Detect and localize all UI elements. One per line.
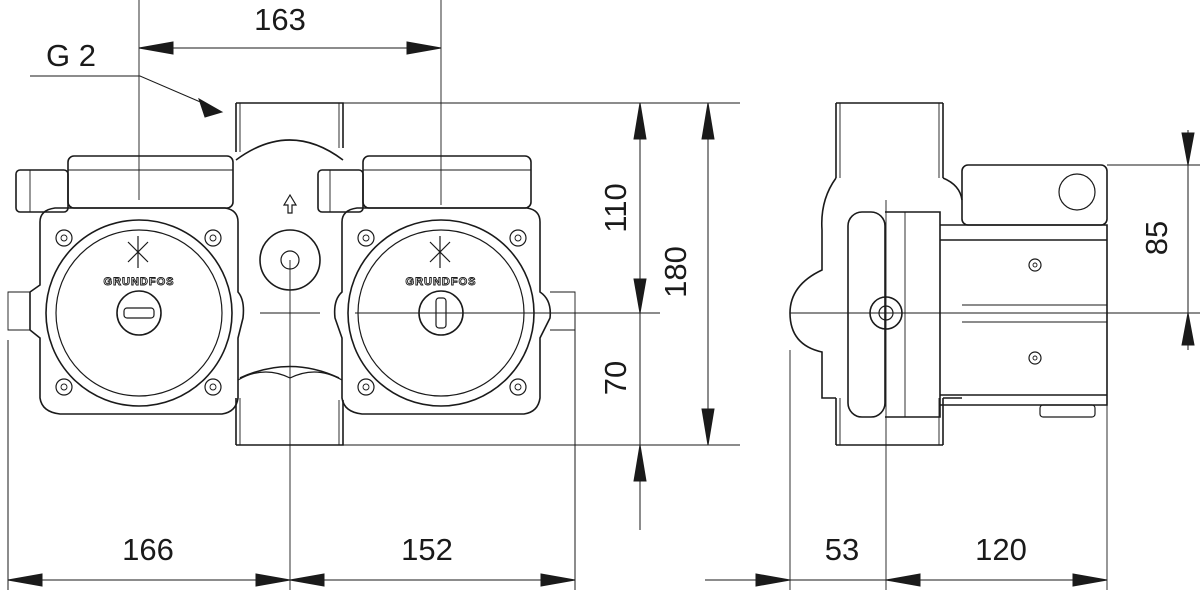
dim-label-166: 166 [122, 532, 174, 567]
right-terminal-box [362, 155, 532, 209]
grundfos-logo-right: GRUNDFOS [405, 236, 477, 288]
dim-label-180: 180 [658, 246, 693, 298]
dimension-lines [7, 41, 1195, 590]
pump-front-view: GRUNDFOS GRUNDFOS [7, 0, 660, 590]
pump-side-view [789, 102, 1200, 590]
dim-label-53: 53 [825, 532, 859, 567]
brand-text-right: GRUNDFOS [406, 276, 477, 288]
brand-text-left: GRUNDFOS [104, 276, 175, 288]
dim-label-120: 120 [975, 532, 1027, 567]
left-motor-face [45, 219, 233, 407]
flow-arrow-icon [282, 193, 298, 214]
dim-label-110: 110 [598, 183, 633, 232]
thread-label: G 2 [46, 38, 96, 73]
grundfos-logo-left: GRUNDFOS [103, 236, 175, 288]
dim-label-70: 70 [598, 361, 633, 395]
dim-label-163: 163 [254, 2, 306, 37]
dim-label-152: 152 [401, 532, 453, 567]
side-terminal-box [961, 164, 1108, 226]
pump-housing-side [847, 211, 886, 418]
dim-label-85: 85 [1139, 221, 1174, 255]
left-terminal-box [67, 155, 234, 209]
